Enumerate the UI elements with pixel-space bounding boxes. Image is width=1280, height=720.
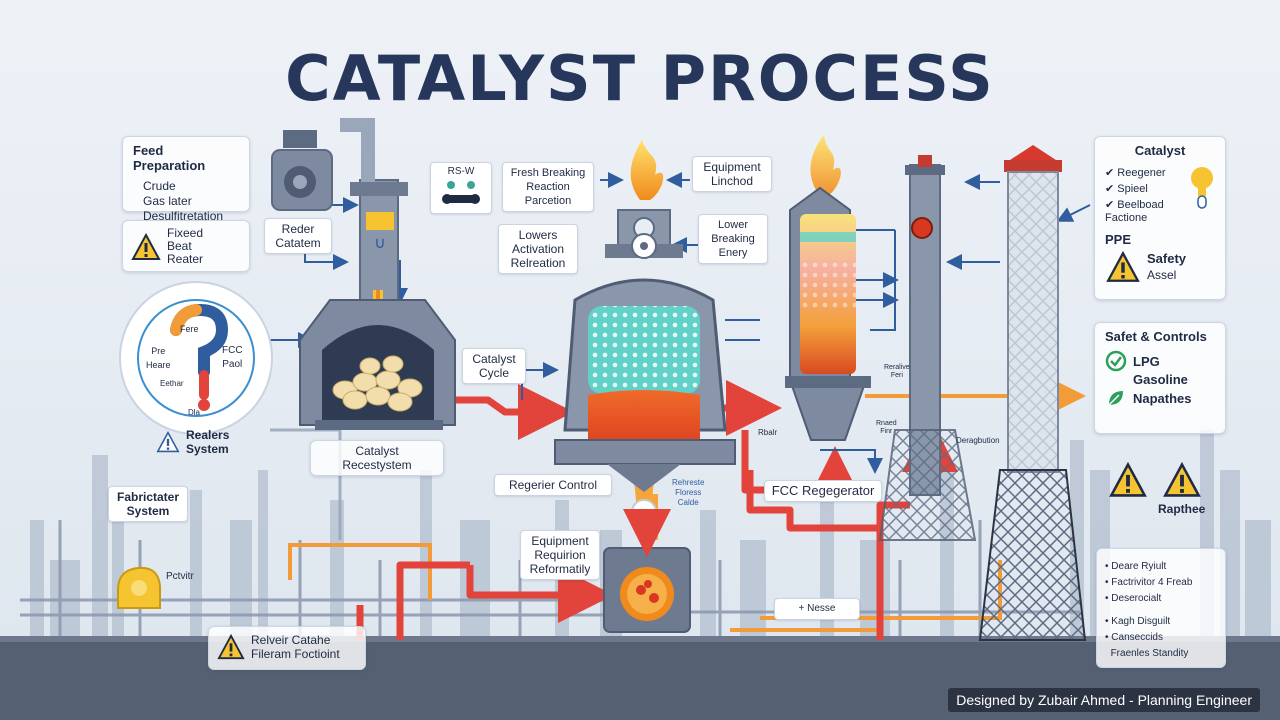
fixed-bed-card: Fixeed Beat Reater [122,220,250,272]
preheat-cycle-diagram [119,281,273,435]
warning-icon [1106,251,1140,282]
rs-badge: RS-W [430,162,492,214]
rapthee-label: Rapthee [1158,502,1206,516]
assel-label: Assel [1147,268,1177,282]
right-stack [978,145,1087,641]
product-lpg: LPG [1105,350,1215,372]
small-label-rbalr: Rbalr [758,428,778,437]
catalyst-cycle: Catalyst Cycle [462,348,526,384]
catalyst-recesttystem: Catalyst Recestystem [310,440,444,476]
ppe-label: PPE [1105,232,1132,247]
cycle-label-mid: Eethar [160,379,184,388]
warning-icon [217,634,245,660]
ground-edge [0,636,1280,642]
list-item: • Deserocialt [1105,593,1162,604]
yellow-valve-icon [117,566,161,609]
catalyst-item-2: ✔ Spieel [1105,183,1148,195]
lightbulb-icon [1191,167,1213,209]
bottom-left-card-text: Relveir Catahe Fileram Foctioint [251,633,340,661]
catalyst-pump [603,509,691,633]
lower-breaking-enery: Lower Breaking Enery [698,214,768,264]
warning-icon [131,232,161,260]
warning-icon [1163,462,1201,497]
product-gasoline-label: Gasoline [1133,372,1188,387]
bottom-right-list: • Deare Ryiult • Factrivitor 4 Freab • D… [1096,548,1226,668]
list-item: • Factrivitor 4 Freab [1105,577,1193,588]
warning-icon [1109,462,1147,497]
feed-preparation-heading: Feed Preparation [133,143,206,173]
regenerator-vessel [785,135,871,441]
feed-preparation-card: Feed Preparation Crude Gas later Desulfi… [122,136,250,223]
cycle-label-right: FCC Paol [222,345,243,370]
reder-catatem: Reder Catatem [264,218,332,254]
feed-line-2: Gas later [143,194,192,208]
lowers-activation: Lowers Activation Relreation [498,224,578,274]
fixed-bed-line-1: Fixeed [167,226,204,240]
page-title: CATALYST PROCESS [285,42,995,115]
central-reactor [554,140,736,540]
credit-footer: Designed by Zubair Ahmed - Planning Engi… [948,688,1260,712]
regerier-control: Regerier Control [494,474,612,496]
pctvitr-label: Pctvitr [166,571,194,582]
nesse-label: + Nesse [774,598,860,620]
small-label-deragbution: Deragbution [956,436,1000,445]
fabrictater-system: Fabrictater System [108,486,188,522]
product-napathes: Napathes [1105,387,1215,409]
equipment-requirion: Equipment Requirion Reformatily [520,530,600,580]
cycle-label-bottom: Dla [188,408,201,417]
fcc-regenerator-label: FCC Regegerator [764,480,882,502]
fresh-breaking-reaction: Fresh Breaking Reaction Parcetion [502,162,594,212]
list-item: • Kagh Disguilt [1105,616,1171,627]
feed-line-3: Desulfitretation [143,209,224,223]
product-gasoline: Gasoline [1133,372,1215,387]
realers-system: Realers System [156,428,229,456]
list-item: Fraenles Standity [1110,648,1189,659]
small-blue-note: Rehreste Floress Calde [672,478,705,507]
red-process-pipes [356,380,958,640]
svg-text:∪: ∪ [374,233,386,252]
fixed-bed-line-2: Beat [167,239,192,253]
feed-preheater: ∪ [271,118,456,430]
check-circle-icon [1105,350,1127,372]
product-lpg-label: LPG [1133,353,1160,369]
equipment-linchod: Equipment Linchod [692,156,772,192]
product-napathes-label: Napathes [1133,390,1192,406]
cycle-label-top: Fere [180,324,199,334]
small-label-reralive: Reralive Feri [884,364,910,379]
catalyst-item-1: ✔ Reegener [1105,167,1166,179]
leaf-icon [1108,391,1123,406]
catalyst-card: Catalyst ✔ Reegener ✔ Spieel ✔ Beelboad … [1094,136,1226,300]
gear-icon [631,233,657,259]
warning-icon [156,431,180,453]
valve-icon [442,181,480,204]
small-label-rnaed: Rnaed Finr [876,420,897,435]
fixed-bed-line-3: Reater [167,252,204,266]
safety-controls-heading: Safet & Controls [1105,329,1207,344]
double-warning [1108,462,1202,498]
feed-line-1: Crude [143,179,176,193]
realers-system-label: Realers System [186,428,230,456]
middle-stack [878,155,977,541]
cycle-label-left: Pre Heare [146,346,171,370]
catalyst-item-3: ✔ Beelboad Factione [1105,199,1164,224]
bottom-left-card: Relveir Catahe Fileram Foctioint [208,626,366,670]
catalyst-card-heading: Catalyst [1134,143,1186,158]
rs-badge-label: RS-W [447,166,475,177]
list-item: • Canseccids [1105,632,1163,643]
list-item: • Deare Ryiult [1105,561,1167,572]
safety-label: Safety [1147,251,1187,266]
safety-controls-card: Safet & Controls LPG Gasoline Napathes [1094,322,1226,434]
